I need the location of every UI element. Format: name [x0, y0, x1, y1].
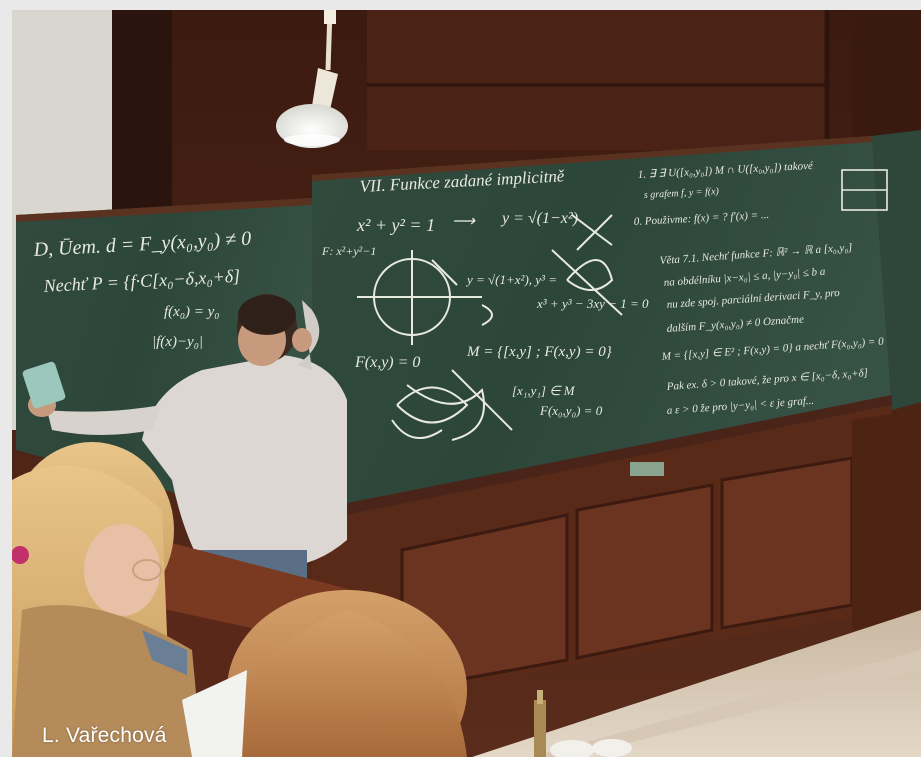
student-center [182, 590, 467, 757]
chalk-text: [x₁,y₁] ∈ M [512, 383, 576, 398]
bottles [534, 690, 632, 757]
chalk-text: x² + y² = 1 [356, 215, 435, 235]
chalk-text: F: x²+y²−1 [321, 244, 376, 258]
hand-eraser [22, 361, 66, 409]
chalk-text: M = {[x,y] ; F(x,y) = 0} [466, 344, 612, 360]
chalk-text: F(x₀,y₀) = 0 [539, 403, 603, 418]
ceiling-lamp [276, 10, 348, 148]
chalk-text: x³ + y³ − 3xy − 1 = 0 [536, 296, 649, 311]
chalk-text: |f(x)−y₀| [152, 334, 203, 350]
chalk-text: f(x₀) = y₀ [164, 304, 220, 320]
lecture-photo-scene: D, Ūem. d = F_y(x₀,y₀) ≠ 0 Nechť P = {f·… [12, 10, 921, 757]
photo-credit: L. Vařechová [42, 724, 167, 747]
chalk-text: s grafem f, y = f(x) [644, 186, 720, 201]
chalk-text: ⟶ [452, 213, 476, 230]
chalk-circle-diagram [357, 250, 493, 345]
lecture-floor [472, 610, 921, 757]
chalk-text: y = √(1+x²), y³ = [465, 272, 557, 287]
chalk-folium-diagram [551, 214, 623, 316]
chalkboard-right [872, 130, 921, 410]
chalk-text: y = √(1−x²) [500, 210, 578, 227]
chalk-text: F(x,y) = 0 [354, 354, 420, 371]
chalk-curve-diagram [391, 369, 513, 441]
lecture-photo: D, Ūem. d = F_y(x₀,y₀) ≠ 0 Nechť P = {f·… [12, 10, 921, 757]
chalk-rect-diagram [841, 169, 888, 211]
chalk-eraser-ledge [630, 462, 664, 476]
upper-panel [367, 10, 827, 150]
student-left [12, 442, 202, 757]
